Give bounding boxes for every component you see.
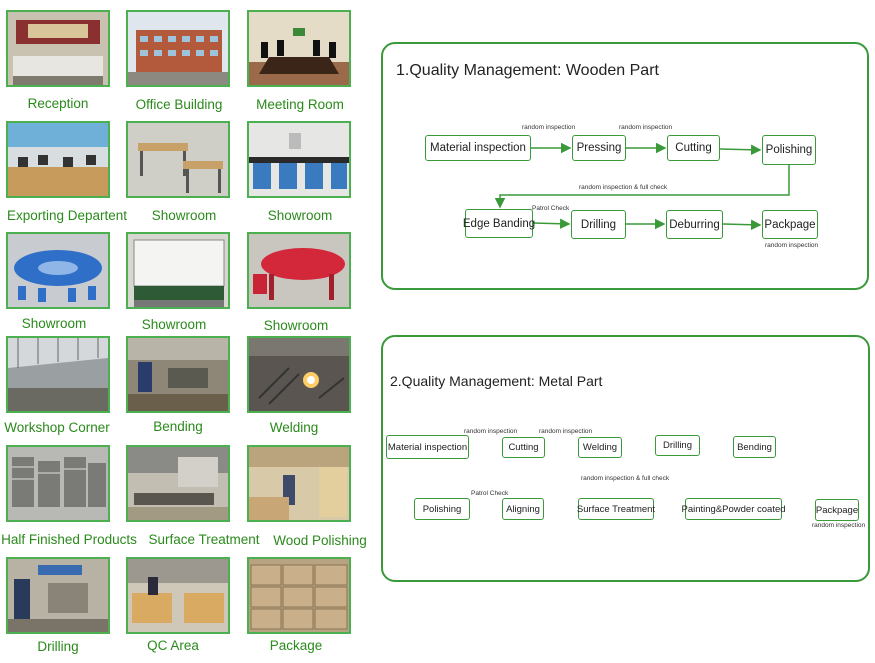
metal-step-drilling: Drilling [655, 435, 700, 456]
photo-office-building [126, 10, 230, 87]
wooden-note-random-inspection-3: random inspection [765, 242, 819, 249]
wooden-step-packpage: Packpage [762, 210, 818, 239]
caption-workshop-corner: Workshop Corner [4, 420, 110, 435]
caption-office-building: Office Building [135, 97, 223, 112]
wooden-note-random-inspection-2: random inspection [619, 124, 673, 131]
wooden-step-edge-banding: Edge Banding [463, 209, 535, 238]
photo-showroom-2 [247, 121, 351, 198]
caption-drilling: Drilling [37, 639, 79, 654]
photo-showroom-5 [247, 232, 351, 309]
wooden-note-patrol-check: Patrol Check [532, 205, 570, 212]
metal-step-welding: Welding [578, 437, 622, 458]
photo-showroom-4 [126, 232, 230, 309]
caption-showroom-1: Showroom [151, 208, 217, 223]
caption-showroom-5: Showroom [263, 318, 329, 333]
caption-showroom-4: Showroom [141, 317, 207, 332]
metal-step-material-inspection: Material inspection [386, 435, 469, 459]
wooden-part-title: 1.Quality Management: Wooden Part [396, 62, 659, 79]
wooden-part-panel [381, 42, 869, 290]
metal-step-polishing: Polishing [414, 498, 470, 520]
metal-step-bending: Bending [733, 436, 776, 458]
photo-surface-treatment [126, 445, 230, 522]
photo-half-finished-products [6, 445, 110, 522]
metal-note-patrol-check: Patrol Check [471, 490, 509, 497]
photo-qc-area [126, 557, 230, 634]
photo-package [247, 557, 351, 634]
metal-note-full-check: random inspection & full check [581, 475, 670, 482]
caption-bending: Bending [153, 419, 203, 434]
caption-showroom-3: Showroom [21, 316, 87, 331]
caption-exporting-department: Exporting Departent [6, 208, 128, 223]
caption-half-finished-products: Half Finished Products [1, 532, 137, 547]
metal-note-random-inspection-1: random inspection [464, 428, 518, 435]
wooden-step-pressing: Pressing [572, 135, 626, 161]
wooden-step-deburring: Deburring [666, 210, 723, 239]
caption-surface-treatment: Surface Treatment [148, 532, 260, 547]
caption-showroom-2: Showroom [267, 208, 333, 223]
wooden-step-material-inspection: Material inspection [425, 135, 531, 161]
photo-workshop-corner [6, 336, 110, 413]
metal-step-packpage: Packpage [815, 499, 859, 521]
metal-step-surface-treatment: Surface Treatment [577, 498, 655, 520]
wooden-note-random-inspection-1: random inspection [522, 124, 576, 131]
photo-reception [6, 10, 110, 87]
photo-exporting-department [6, 121, 110, 198]
photo-meeting-room [247, 10, 351, 87]
photo-welding [247, 336, 351, 413]
caption-meeting-room: Meeting Room [256, 97, 344, 112]
caption-package: Package [269, 638, 323, 653]
wooden-step-cutting: Cutting [667, 135, 720, 161]
photo-showroom-3 [6, 232, 110, 309]
metal-part-title: 2.Quality Management: Metal Part [390, 373, 603, 389]
photo-wood-polishing [247, 445, 351, 522]
wooden-note-full-check: random inspection & full check [579, 184, 668, 191]
photo-showroom-1 [126, 121, 230, 198]
caption-wood-polishing: Wood Polishing [273, 533, 367, 548]
caption-qc-area: QC Area [147, 638, 199, 653]
photo-drilling [6, 557, 110, 634]
wooden-step-polishing: Polishing [762, 135, 816, 165]
metal-note-random-inspection-2: random inspection [539, 428, 593, 435]
caption-welding: Welding [269, 420, 319, 435]
metal-step-aligning: Aligning [502, 498, 544, 520]
photo-bending [126, 336, 230, 413]
metal-note-random-inspection-3: random inspection [812, 522, 866, 529]
metal-step-painting-powder-coated: Painting&Powder coated [681, 498, 786, 520]
caption-reception: Reception [27, 96, 89, 111]
wooden-step-drilling: Drilling [571, 210, 626, 239]
metal-step-cutting: Cutting [502, 437, 545, 458]
